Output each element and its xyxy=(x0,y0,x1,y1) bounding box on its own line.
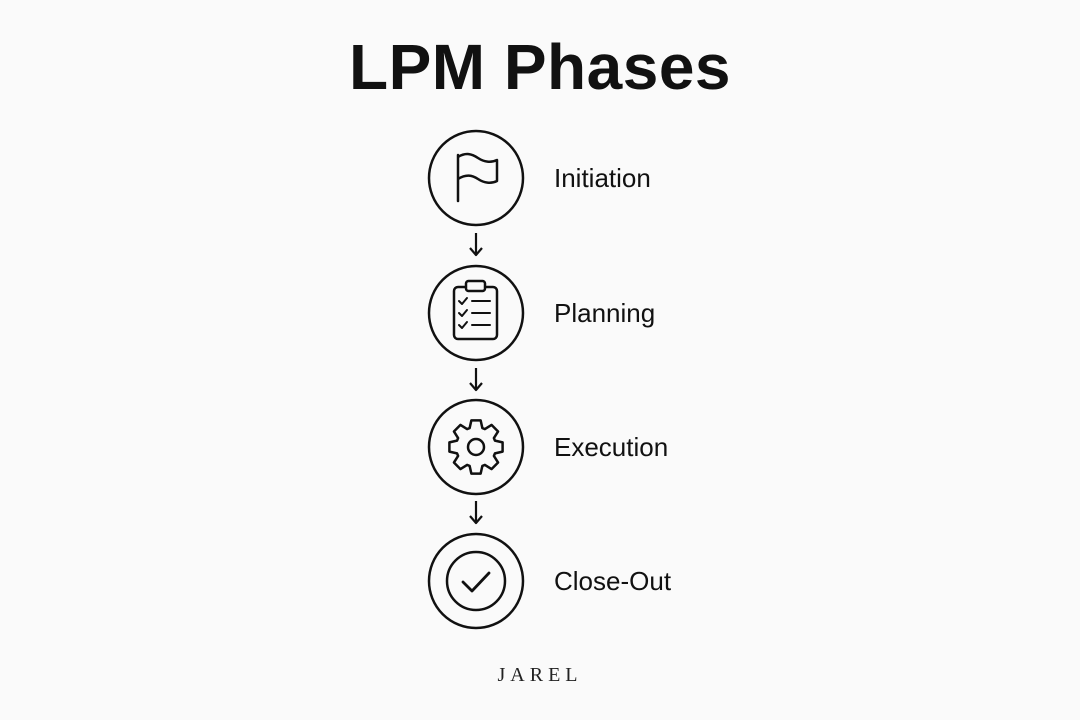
clipboard-checklist-icon xyxy=(426,263,526,363)
phase-initiation: Initiation xyxy=(426,128,846,228)
phase-label-planning: Planning xyxy=(554,298,656,328)
phase-label-execution: Execution xyxy=(554,432,669,462)
page-title: LPM Phases xyxy=(348,31,732,103)
phase-planning: Planning xyxy=(426,263,846,363)
flow-arrow-2 xyxy=(466,365,486,395)
flag-icon xyxy=(426,128,526,228)
flow-arrow-1 xyxy=(466,230,486,260)
phase-label-close-out: Close-Out xyxy=(554,566,672,596)
phase-execution: Execution xyxy=(426,397,846,497)
flow-arrow-3 xyxy=(466,498,486,528)
gear-icon xyxy=(426,397,526,497)
phase-label-initiation: Initiation xyxy=(554,163,651,193)
phase-close-out: Close-Out xyxy=(426,531,846,631)
gear-outline xyxy=(448,419,504,475)
brand-logo: JAREL xyxy=(497,664,583,686)
checkmark-circle-icon xyxy=(426,531,526,631)
